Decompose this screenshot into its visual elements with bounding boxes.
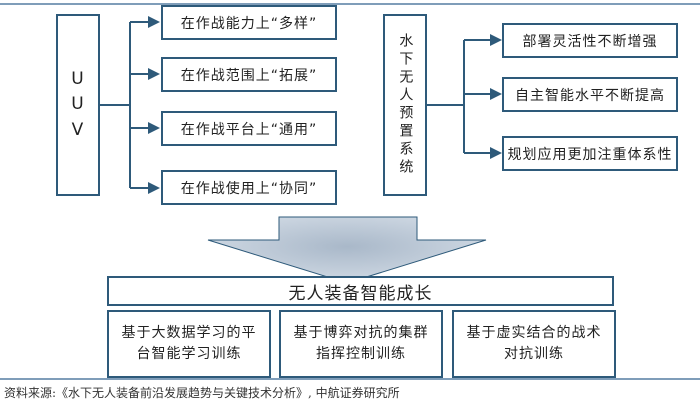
top-rule xyxy=(0,3,700,5)
system-target-label: 规划应用更加注重体系性 xyxy=(507,146,673,163)
outcome-title: 无人装备智能成长 xyxy=(288,283,433,304)
uuv-target-label: 在作战使用上“协同” xyxy=(180,180,318,197)
outcome-title-box: 无人装备智能成长 xyxy=(107,276,614,306)
outcome-item-label: 基于博弈对抗的集群指挥控制训练 xyxy=(293,325,429,362)
uuv-target-box: 在作战能力上“多样” xyxy=(161,5,337,40)
underwater-system-box: 水下无人预置系统 xyxy=(383,14,427,196)
system-target-box: 自主智能水平不断提高 xyxy=(502,77,678,112)
uuv-target-label: 在作战能力上“多样” xyxy=(180,15,318,32)
outcome-item-label: 基于大数据学习的平台智能学习训练 xyxy=(121,325,257,362)
down-arrow-icon xyxy=(207,216,487,284)
source-caption: 资料来源:《水下无人装备前沿发展趋势与关键技术分析》, 中航证券研究所 xyxy=(4,386,400,400)
outcome-item-box: 基于博弈对抗的集群指挥控制训练 xyxy=(279,310,443,378)
outcome-item-box: 基于大数据学习的平台智能学习训练 xyxy=(107,310,271,378)
bottom-rule xyxy=(0,378,700,380)
outcome-item-box: 基于虚实结合的战术对抗训练 xyxy=(452,310,616,378)
system-target-box: 部署灵活性不断增强 xyxy=(502,23,678,58)
uuv-target-box: 在作战使用上“协同” xyxy=(161,170,337,205)
uuv-target-label: 在作战范围上“拓展” xyxy=(180,67,318,84)
uuv-target-box: 在作战范围上“拓展” xyxy=(161,57,337,92)
system-target-label: 部署灵活性不断增强 xyxy=(522,33,658,50)
system-target-box: 规划应用更加注重体系性 xyxy=(502,136,678,171)
uuv-target-box: 在作战平台上“通用” xyxy=(161,111,337,146)
system-target-label: 自主智能水平不断提高 xyxy=(515,87,665,104)
outcome-item-label: 基于虚实结合的战术对抗训练 xyxy=(466,325,602,362)
uuv-target-label: 在作战平台上“通用” xyxy=(180,121,318,138)
underwater-system-label: 水下无人预置系统 xyxy=(397,33,414,177)
